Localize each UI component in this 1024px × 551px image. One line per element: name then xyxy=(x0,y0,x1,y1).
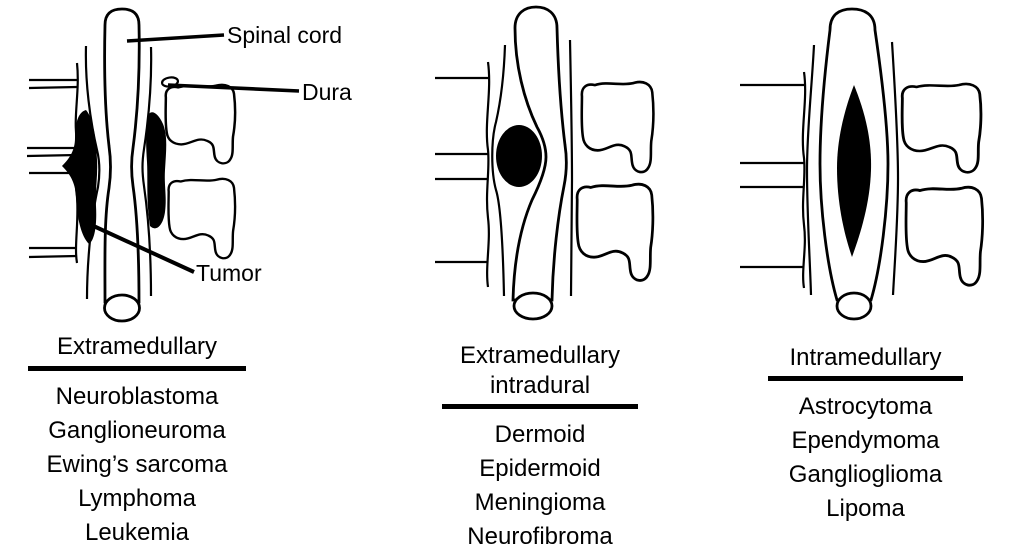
tumor-leader xyxy=(86,221,195,274)
tumor-mass-right xyxy=(146,112,167,229)
vertebra xyxy=(580,80,655,174)
panel-legend-intramedullary: Intramedullary Astrocytoma Ependymoma Ga… xyxy=(768,344,963,526)
title-underline xyxy=(768,376,963,381)
tumor-mass xyxy=(496,125,542,187)
tumor-type-item: Astrocytoma xyxy=(798,393,933,420)
tumor-type-item: Ewing’s sarcoma xyxy=(46,451,228,478)
tumor-type-item: Dermoid xyxy=(494,421,586,448)
tumor-type-item: Leukemia xyxy=(84,519,190,546)
title-underline xyxy=(28,366,246,371)
spinal-cord-shape xyxy=(103,7,141,323)
tumor-mass-left xyxy=(62,110,98,244)
vertebra xyxy=(575,182,655,282)
tumor-type-list: Neuroblastoma Ganglioneuroma Ewing’s sar… xyxy=(28,380,246,550)
cord-end-cap xyxy=(512,291,554,321)
tumor-type-item: Ganglioneuroma xyxy=(48,417,226,444)
cord-end-cap xyxy=(103,293,141,323)
cord-end-cap xyxy=(835,291,873,321)
intramedullary-diagram xyxy=(740,7,985,321)
tumor-type-item: Lymphoma xyxy=(78,485,196,512)
tumor-type-item: Meningioma xyxy=(474,489,606,516)
vertebra xyxy=(167,177,237,260)
nerve-roots xyxy=(435,61,491,288)
extramedullary-intradural-diagram xyxy=(435,5,655,321)
spinal-cord-shape xyxy=(511,5,568,321)
tumor-type-item: Ependymoma xyxy=(791,427,940,454)
dura-leader xyxy=(167,83,300,93)
tumor-mass xyxy=(837,85,872,257)
tumor-label: Tumor xyxy=(196,260,262,286)
tumor-type-list: Astrocytoma Ependymoma Ganglioglioma Lip… xyxy=(768,390,963,526)
tumor-type-item: Lipoma xyxy=(826,495,905,522)
panel-legend-extramedullary-intradural: Extramedullary intradural Dermoid Epider… xyxy=(442,341,638,551)
extradural-tumor-diagram xyxy=(26,7,300,323)
tumor-type-item: Neuroblastoma xyxy=(55,383,219,410)
dura-label: Dura xyxy=(302,79,352,105)
vertebra xyxy=(900,82,983,174)
spinal-cord-label: Spinal cord xyxy=(227,22,343,48)
vertebra xyxy=(904,185,985,287)
dura-outline xyxy=(805,41,900,296)
dura-outline xyxy=(491,39,574,297)
nerve-roots xyxy=(26,62,79,264)
tumor-type-item: Ganglioglioma xyxy=(788,461,943,488)
panel-title: Extramedullary xyxy=(56,333,218,360)
tumor-type-item: Neurofibroma xyxy=(467,523,613,550)
title-underline xyxy=(442,404,638,409)
panel-title: Intramedullary xyxy=(789,344,942,371)
panel-legend-extramedullary: Extramedullary Neuroblastoma Ganglioneur… xyxy=(28,333,246,550)
label-leader-lines xyxy=(86,33,300,274)
panel-title-line2: intradural xyxy=(489,372,591,399)
tumor-type-item: Epidermoid xyxy=(479,455,601,482)
tumor-type-list: Dermoid Epidermoid Meningioma Neurofibro… xyxy=(442,418,638,551)
spinal-cord-leader xyxy=(126,33,225,43)
vertebra xyxy=(164,83,237,165)
nerve-roots xyxy=(740,71,807,289)
panel-title-line1: Extramedullary xyxy=(459,342,621,369)
